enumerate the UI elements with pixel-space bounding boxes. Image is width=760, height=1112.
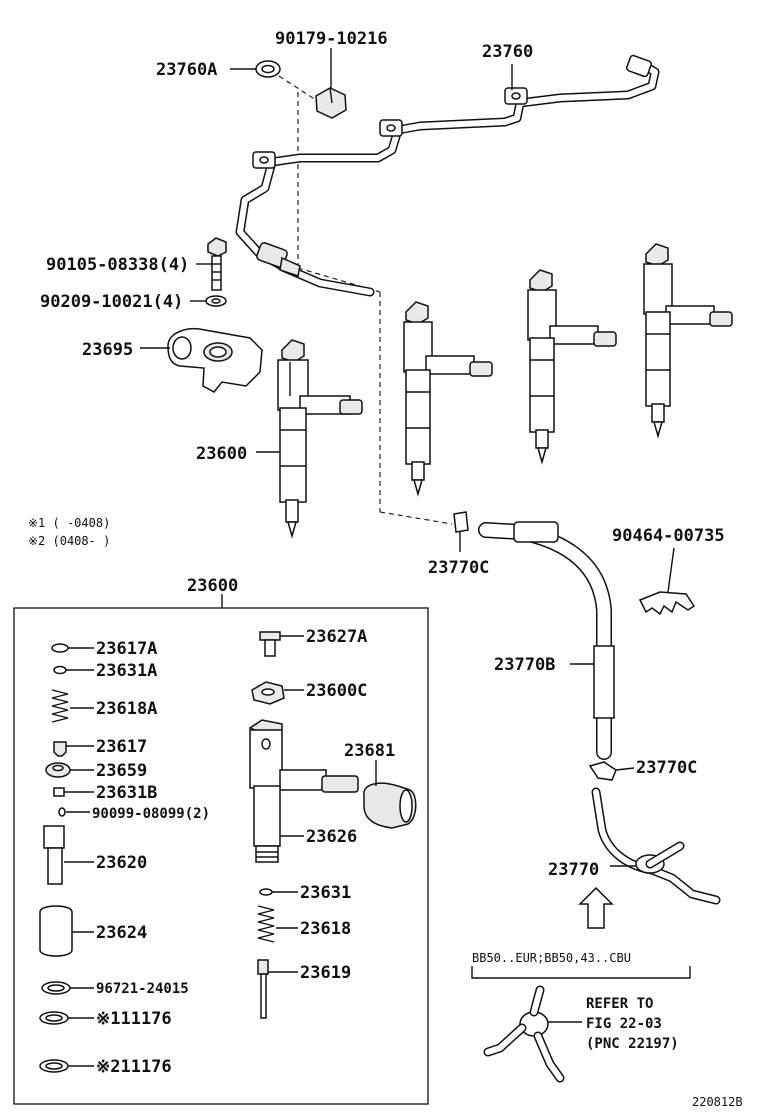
label-90209-10021: 90209-10021(4)	[40, 292, 183, 312]
label-23617a: 23617A	[96, 639, 157, 659]
label-90179-10216: 90179-10216	[275, 29, 388, 49]
label-23631: 23631	[300, 883, 351, 903]
injector-parts-box	[13, 594, 429, 1105]
figure-id: 220812B	[692, 1095, 743, 1109]
refer-line-2: FIG 22-03	[586, 1016, 662, 1032]
label-23617: 23617	[96, 737, 147, 757]
bolt-90105	[196, 237, 227, 291]
label-96721-24015: 96721-24015	[96, 981, 189, 997]
label-23695: 23695	[82, 340, 133, 360]
label-23618: 23618	[300, 919, 351, 939]
clip-23770c-bottom	[588, 761, 635, 781]
label-variant: BB50..EUR;BB50,43..CBU	[472, 951, 631, 965]
label-23626: 23626	[306, 827, 357, 847]
injector-3	[527, 269, 617, 465]
label-11176-2: ※211176	[96, 1057, 172, 1077]
label-23770c-bottom: 23770C	[636, 758, 697, 778]
clip-23770c-top	[453, 511, 469, 533]
washer-90209	[205, 295, 227, 307]
label-23631b: 23631B	[96, 783, 157, 803]
label-23681: 23681	[344, 741, 395, 761]
label-11176-1: ※111176	[96, 1009, 172, 1029]
refer-line-3: (PNC 22197)	[586, 1036, 679, 1052]
clamp-23695	[140, 328, 263, 393]
label-23619: 23619	[300, 963, 351, 983]
label-23770: 23770	[548, 860, 599, 880]
note-1: ※1 ( -0408)	[28, 516, 110, 530]
label-23618a: 23618A	[96, 699, 157, 719]
variant-callout	[471, 966, 691, 1083]
refer-line-1: REFER TO	[586, 996, 653, 1012]
note-2: ※2 (0408- )	[28, 534, 110, 548]
label-23760a: 23760A	[156, 60, 217, 80]
label-90099-08099: 90099-08099(2)	[92, 806, 210, 822]
injector-23600	[256, 339, 363, 539]
label-box-23600: 23600	[187, 576, 238, 596]
label-23624: 23624	[96, 923, 147, 943]
label-23659: 23659	[96, 761, 147, 781]
injector-2	[403, 301, 493, 497]
label-23600: 23600	[196, 444, 247, 464]
label-23631a: 23631A	[96, 661, 157, 681]
label-23620: 23620	[96, 853, 147, 873]
hose-23770b	[453, 511, 615, 760]
label-23770c-top: 23770C	[428, 558, 489, 578]
label-90464-00735: 90464-00735	[612, 526, 725, 546]
label-23760: 23760	[482, 42, 533, 62]
label-23627a: 23627A	[306, 627, 367, 647]
label-23770b: 23770B	[494, 655, 555, 675]
label-23600c: 23600C	[306, 681, 367, 701]
arrow-up	[578, 886, 614, 929]
label-90105-08338: 90105-08338(4)	[46, 255, 189, 275]
clip-90464	[638, 547, 696, 616]
pipe-23770	[591, 787, 721, 905]
injector-4	[643, 243, 733, 439]
injection-pipe-group	[235, 48, 660, 525]
